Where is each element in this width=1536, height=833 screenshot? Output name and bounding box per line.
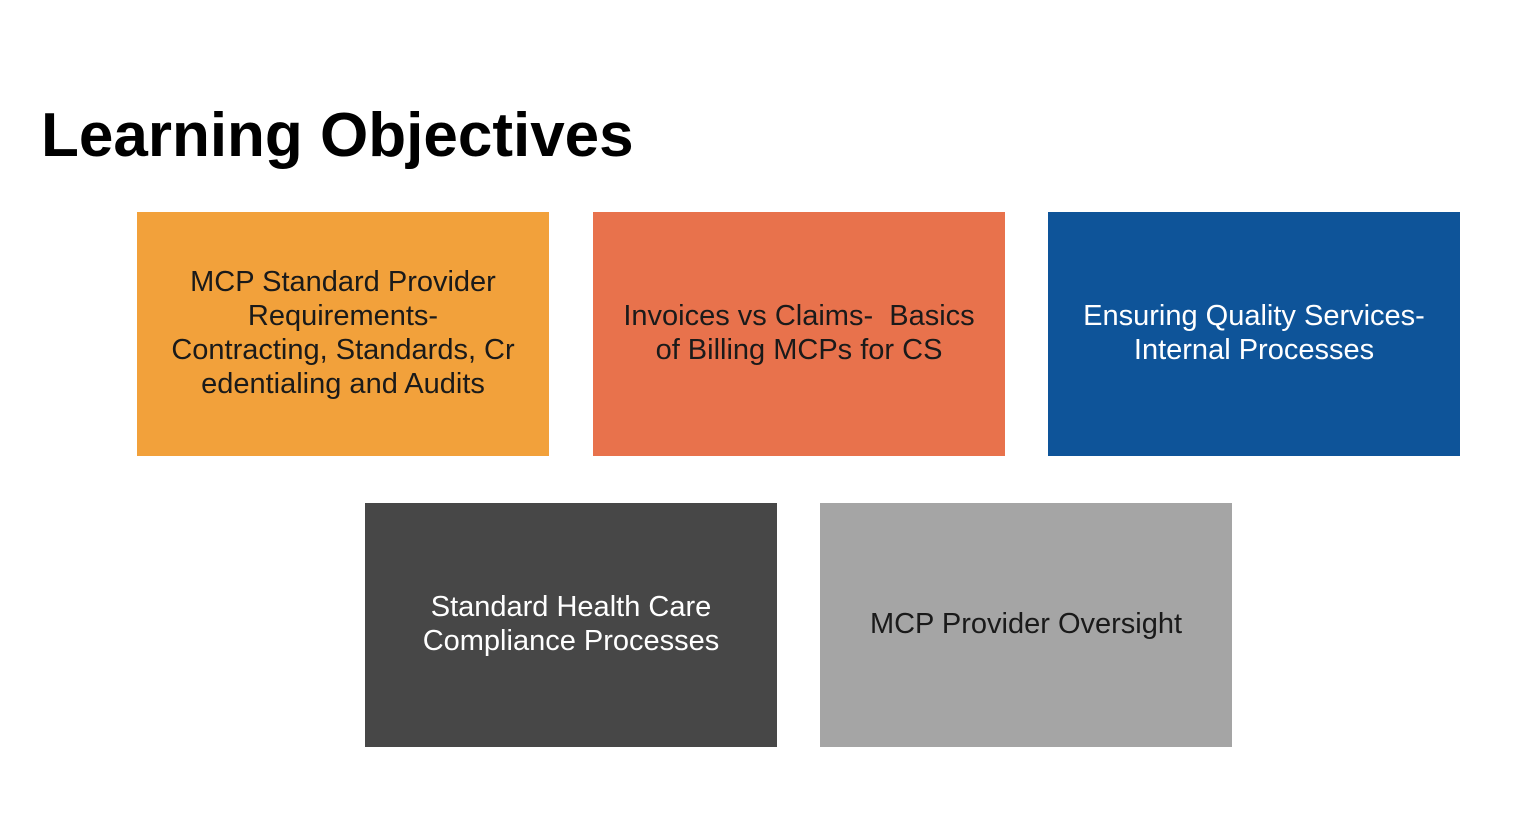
objective-card-label: Standard Health Care Compliance Processe… (422, 591, 720, 657)
objective-card-label: MCP Standard Provider Requirements- Cont… (171, 266, 515, 400)
objective-card-label: Invoices vs Claims- Basics of Billing MC… (623, 300, 975, 366)
slide-title: Learning Objectives (41, 100, 634, 170)
objective-card-label: MCP Provider Oversight (869, 608, 1183, 641)
objective-card-invoices-vs-claims: Invoices vs Claims- Basics of Billing MC… (593, 212, 1005, 456)
objective-card-mcp-standard-provider-requirements: MCP Standard Provider Requirements- Cont… (137, 212, 549, 456)
objective-card-mcp-provider-oversight: MCP Provider Oversight (820, 503, 1232, 747)
objective-card-ensuring-quality-services: Ensuring Quality Services- Internal Proc… (1048, 212, 1460, 456)
objective-card-standard-health-care-compliance: Standard Health Care Compliance Processe… (365, 503, 777, 747)
objective-card-label: Ensuring Quality Services- Internal Proc… (1083, 300, 1425, 366)
